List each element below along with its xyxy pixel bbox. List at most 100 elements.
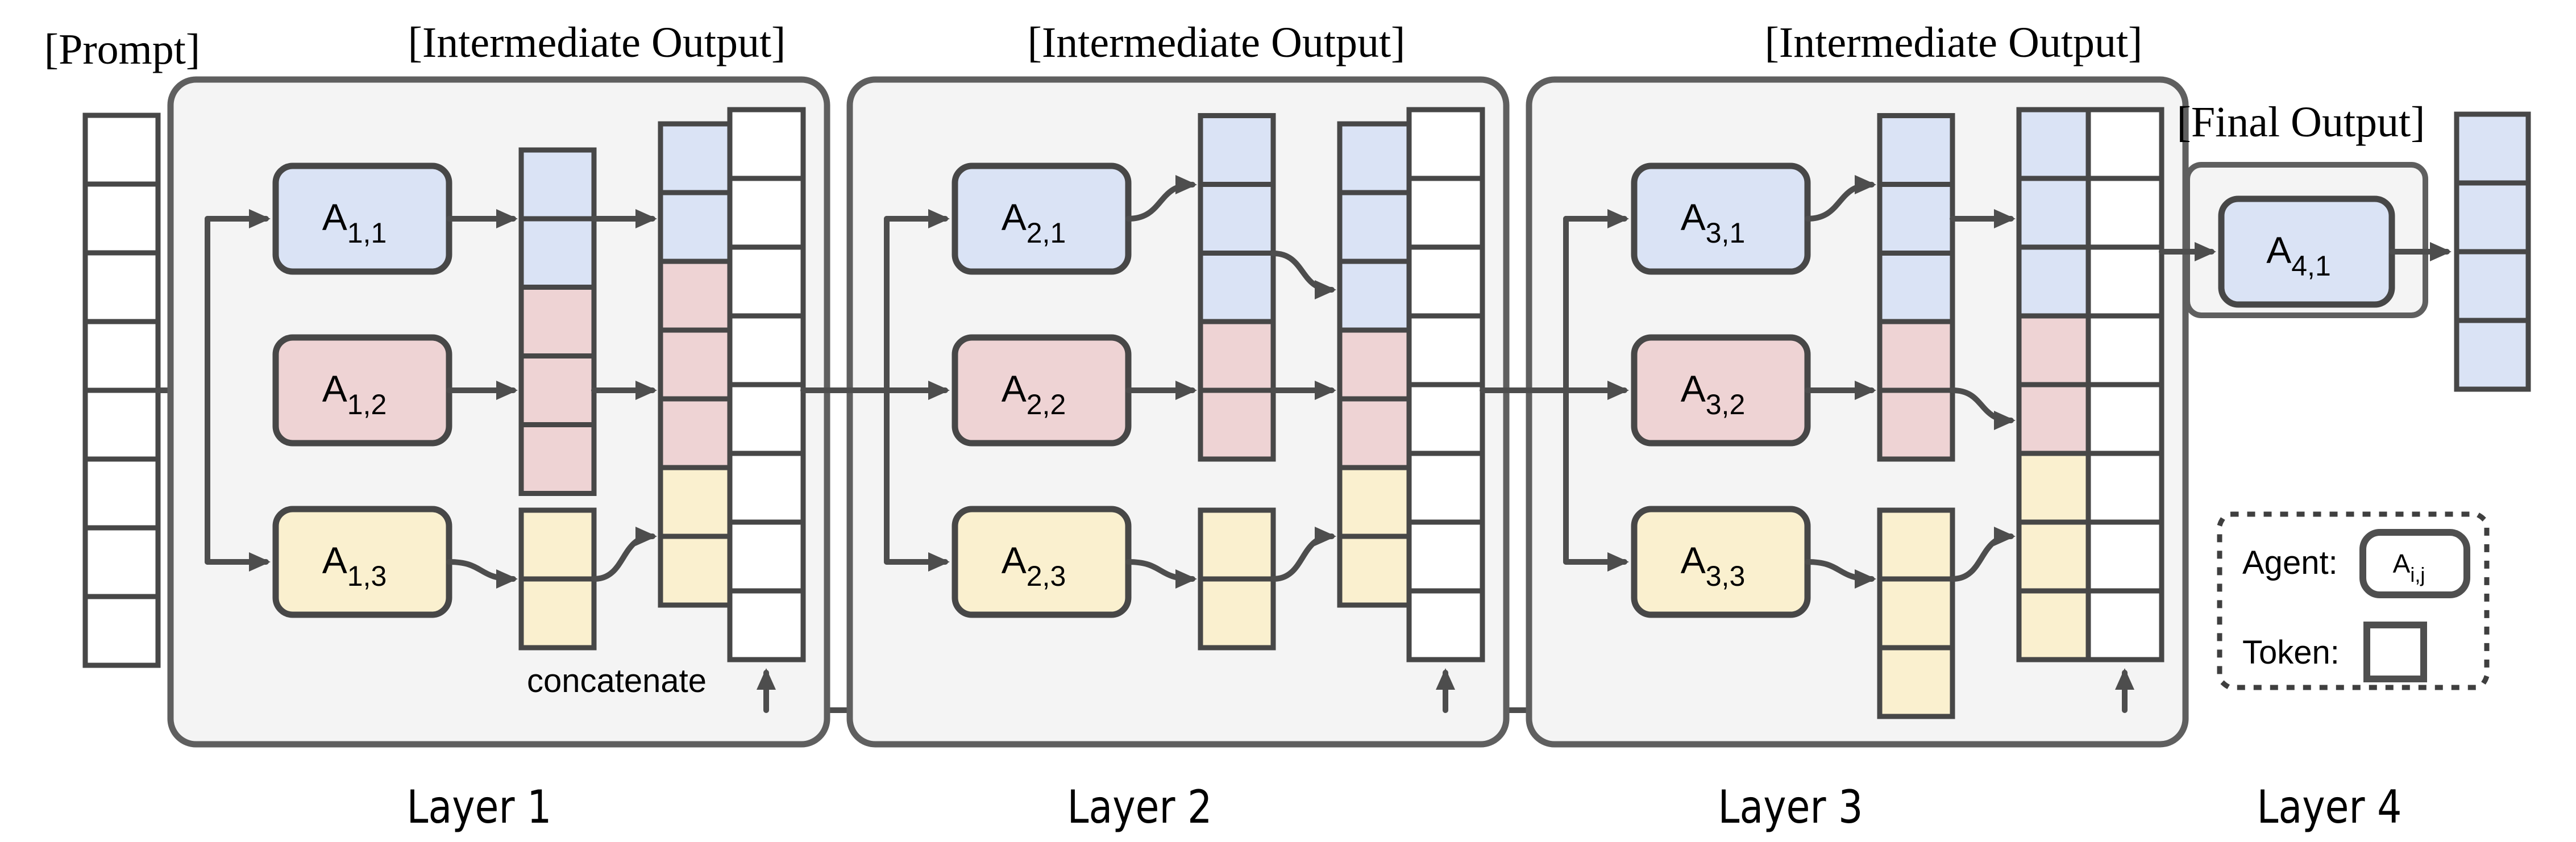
concat-in-arrow	[1950, 527, 2016, 582]
prompt-column-token-cell	[82, 525, 161, 599]
concat-column-token-cell	[1337, 190, 1414, 264]
white-column-token-cell	[727, 588, 806, 662]
agent-output-column-token-cell	[1877, 113, 1955, 187]
white-column-token-cell	[1406, 588, 1485, 662]
agent-box-A3-2-label: A3,2	[1681, 368, 1746, 420]
white-column-token-cell	[727, 176, 806, 250]
legend-token-label: Token:	[2242, 634, 2340, 671]
agent-box-A3-1-label: A3,1	[1681, 196, 1746, 249]
agent-output-arrow	[1125, 175, 1197, 222]
layer-1-label: Layer 1	[407, 781, 552, 833]
agent-output-column-token-cell	[1877, 576, 1955, 651]
concat-column-token-cell	[2016, 382, 2093, 456]
white-column-token-cell	[727, 107, 806, 181]
final-output-column-token-cell	[2454, 111, 2531, 186]
concat-column-token-cell	[1337, 465, 1414, 539]
concat-column-token-cell	[2016, 451, 2093, 525]
white-column-token-cell	[2085, 176, 2164, 250]
concat-column-token-cell	[658, 327, 734, 402]
concat-column-token-cell	[658, 121, 734, 195]
white-column-token-cell	[727, 313, 806, 387]
concat-column-token-cell	[2016, 588, 2093, 662]
white-column-token-cell	[2085, 107, 2164, 181]
agent-output-column-token-cell	[1877, 182, 1955, 256]
white-column-token-cell	[2085, 382, 2164, 456]
final-output-column-token-cell	[2454, 318, 2531, 392]
agent-output-column-token-cell	[1877, 319, 1955, 393]
concat-column-token-cell	[2016, 519, 2093, 594]
agent-output-column-token-cell	[1198, 507, 1276, 582]
agent-box-A1-2-label: A1,2	[322, 368, 387, 420]
agent-output-column-token-cell	[1198, 387, 1276, 462]
layer-2-label: Layer 2	[1067, 781, 1212, 833]
final-output-label: [Final Output]	[2177, 98, 2425, 146]
agent-output-column-token-cell	[518, 285, 597, 359]
white-column-token-cell	[2085, 519, 2164, 594]
white-column-token-cell	[727, 382, 806, 456]
intermediate-output-label-1: [Intermediate Output]	[408, 19, 786, 66]
concat-column-token-cell	[1337, 259, 1414, 333]
agent-output-column-token-cell	[1198, 319, 1276, 393]
concat-column-token-cell	[1337, 121, 1414, 195]
prompt-column-token-cell	[82, 594, 161, 668]
legend-agent-symbol-label: Ai,j	[2393, 549, 2425, 586]
intermediate-output-label-2: [Intermediate Output]	[1028, 19, 1406, 66]
concat-column-token-cell	[2016, 313, 2093, 387]
concat-column-token-cell	[658, 465, 734, 539]
agent-output-column-token-cell	[1877, 645, 1955, 719]
white-column-token-cell	[2085, 244, 2164, 319]
prompt-column-token-cell	[82, 387, 161, 462]
white-column-token-cell	[2085, 313, 2164, 387]
white-column-token-cell	[2085, 588, 2164, 662]
agent-box-A2-2-label: A2,2	[1002, 368, 1066, 420]
agent-output-column-token-cell	[518, 216, 597, 290]
agent-output-arrow	[1125, 559, 1197, 589]
concat-column-token-cell	[1337, 533, 1414, 608]
agent-output-column-token-cell	[1877, 251, 1955, 324]
concat-in-arrow	[1950, 387, 2016, 430]
agent-output-column-token-cell	[1198, 576, 1276, 651]
agent-output-arrow	[1805, 175, 1876, 222]
concat-column-token-cell	[1337, 327, 1414, 402]
white-column-token-cell	[1406, 107, 1485, 181]
agent-box-A1-1-label: A1,1	[322, 196, 387, 249]
agent-output-column-token-cell	[1198, 182, 1276, 256]
legend-agent-symbol	[2359, 529, 2470, 598]
concatenate-label: concatenate	[527, 662, 707, 699]
white-column-token-cell	[727, 451, 806, 525]
white-column-token-cell	[727, 244, 806, 319]
white-column-token-cell	[1406, 382, 1485, 456]
white-column-token-cell	[727, 519, 806, 594]
prompt-column-token-cell	[82, 181, 161, 256]
legend-agent-label: Agent:	[2242, 544, 2338, 581]
final-output-column-token-cell	[2454, 180, 2531, 255]
agent-output-column-token-cell	[518, 576, 597, 651]
agent-box-A2-1-label: A2,1	[1002, 196, 1066, 249]
white-column-token-cell	[1406, 244, 1485, 319]
concat-column-token-cell	[2016, 244, 2093, 319]
final-output-column-token-cell	[2454, 249, 2531, 323]
white-column-token-cell	[1406, 176, 1485, 250]
concat-column-token-cell	[2016, 176, 2093, 250]
legend-token-symbol	[2363, 622, 2427, 682]
agent-output-arrow	[446, 559, 518, 589]
concat-in-arrow	[1270, 527, 1336, 582]
diagram-shapes: A1,1A1,2A1,3A2,1A2,2A2,3A3,1A3,2A3,3A4,1…	[82, 76, 2531, 748]
prompt-column-token-cell	[82, 112, 161, 187]
agent-output-column-token-cell	[1198, 251, 1276, 324]
agent-box-A2-3-label: A2,3	[1002, 539, 1066, 592]
concat-column-token-cell	[658, 259, 734, 333]
white-column-token-cell	[1406, 519, 1485, 594]
agent-output-column-token-cell	[1877, 507, 1955, 582]
prompt-column-token-cell	[82, 250, 161, 324]
layer-4-label: Layer 4	[2257, 781, 2402, 833]
concat-column-token-cell	[1337, 396, 1414, 470]
agent-output-column-token-cell	[518, 147, 597, 222]
intermediate-output-label-3: [Intermediate Output]	[1765, 19, 2143, 66]
white-column-token-cell	[1406, 451, 1485, 525]
white-column-token-cell	[2085, 451, 2164, 525]
layer-3-label: Layer 3	[1718, 781, 1863, 833]
agent-box-A4-1-label: A4,1	[2266, 229, 2331, 282]
